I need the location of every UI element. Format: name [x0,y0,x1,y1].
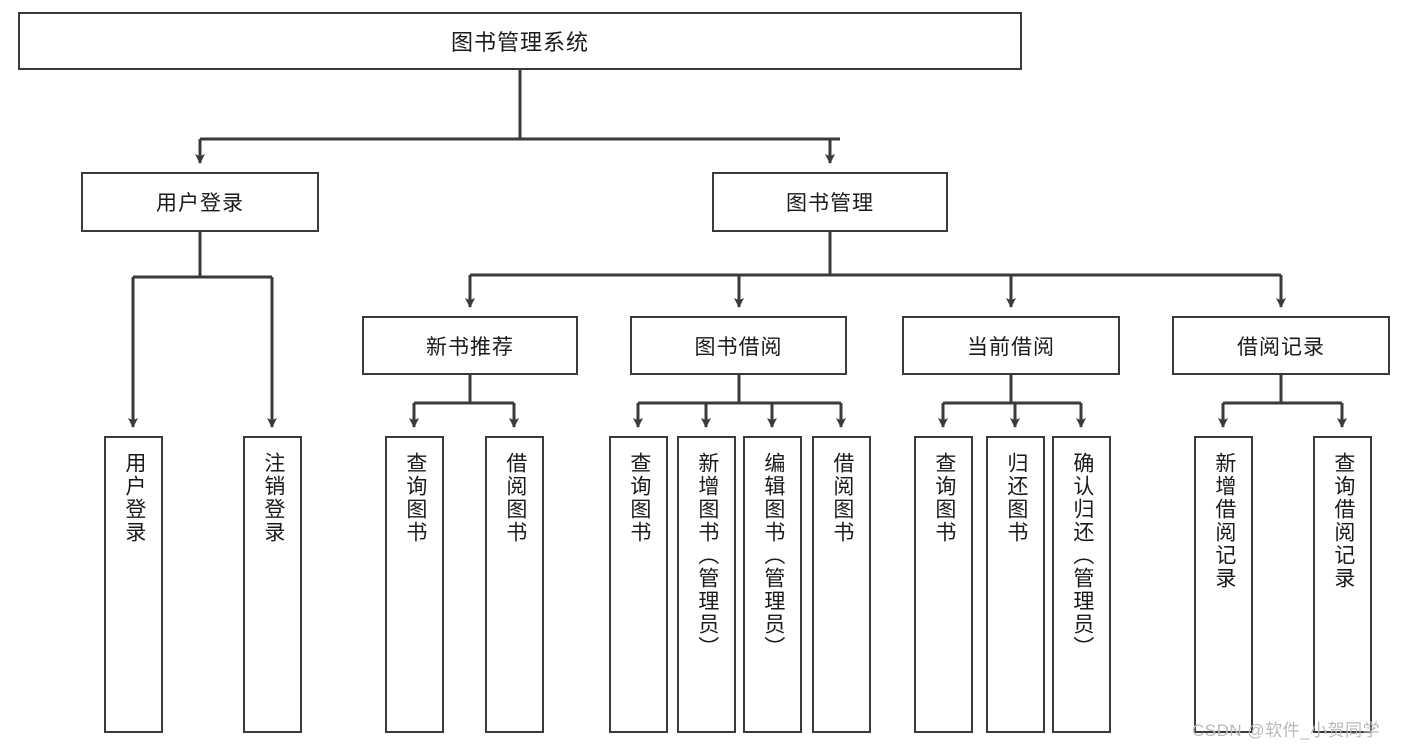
leaf-query-book-current[interactable]: 查询图书 [914,436,973,733]
node-label: 确认归还（管理员） [1070,452,1094,659]
node-user-login[interactable]: 用户登录 [81,172,319,232]
leaf-confirm-return-admin[interactable]: 确认归还（管理员） [1052,436,1111,733]
leaf-edit-book-admin[interactable]: 编辑图书（管理员） [743,436,802,733]
node-label: 新增借阅记录 [1212,452,1236,590]
node-label: 用户登录 [156,192,244,215]
leaf-add-borrow-record[interactable]: 新增借阅记录 [1194,436,1253,733]
node-book-borrow[interactable]: 图书借阅 [630,316,847,375]
node-label: 借阅图书 [830,452,854,544]
node-label: 编辑图书（管理员） [761,452,785,659]
leaf-add-book-admin[interactable]: 新增图书（管理员） [677,436,736,733]
node-label: 查询图书 [932,452,956,544]
node-new-book-recommend[interactable]: 新书推荐 [362,316,578,375]
leaf-user-login[interactable]: 用户登录 [104,436,163,733]
leaf-borrow-book-recommend[interactable]: 借阅图书 [485,436,544,733]
leaf-query-book-recommend[interactable]: 查询图书 [385,436,444,733]
node-label: 查询图书 [627,452,651,544]
node-label: 当前借阅 [967,335,1055,359]
leaf-borrow-book[interactable]: 借阅图书 [812,436,871,733]
leaf-query-book-borrow[interactable]: 查询图书 [609,436,668,733]
node-label: 借阅记录 [1237,335,1325,359]
node-borrow-record[interactable]: 借阅记录 [1172,316,1390,375]
csdn-watermark: CSDN @软件_小贺同学 [1192,721,1381,740]
node-label: 图书借阅 [694,335,783,359]
node-label: 图书管理 [786,192,874,215]
leaf-logout[interactable]: 注销登录 [243,436,302,733]
node-label: 查询图书 [403,452,427,544]
leaf-query-borrow-record[interactable]: 查询借阅记录 [1313,436,1372,733]
node-book-management[interactable]: 图书管理 [712,172,948,232]
node-label: 借阅图书 [503,452,527,544]
node-label: 新书推荐 [426,335,514,359]
node-label: 注销登录 [261,452,285,544]
node-current-borrow[interactable]: 当前借阅 [902,316,1120,375]
leaf-return-book[interactable]: 归还图书 [986,436,1045,733]
node-label: 新增图书（管理员） [695,452,719,659]
node-label: 图书管理系统 [450,30,589,55]
node-root-book-management-system[interactable]: 图书管理系统 [18,12,1022,70]
node-label: 用户登录 [122,452,146,544]
node-label: 归还图书 [1004,452,1028,544]
node-label: 查询借阅记录 [1331,452,1355,590]
